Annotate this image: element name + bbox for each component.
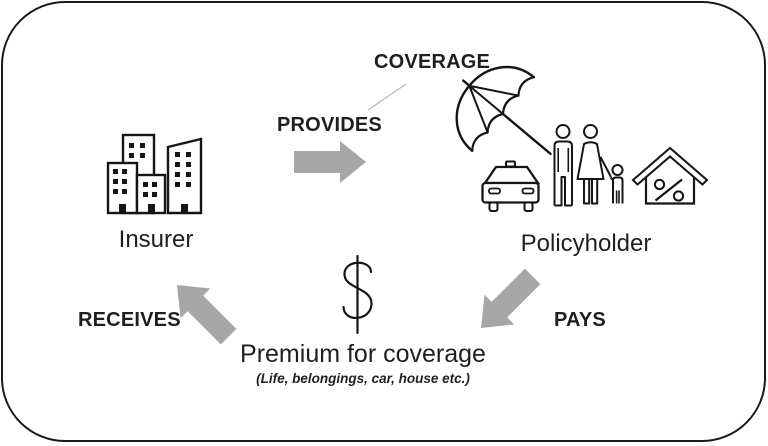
family-icon (553, 124, 624, 207)
premium-subtitle: (Life, belongings, car, house etc.) (256, 371, 470, 386)
receives-label: RECEIVES (78, 309, 181, 331)
house-percent-icon (631, 146, 709, 205)
car-icon (481, 160, 541, 212)
provides-arrow (294, 141, 366, 183)
premium-title: Premium for coverage (240, 340, 486, 368)
buildings-icon (106, 133, 203, 215)
pays-label: PAYS (554, 309, 606, 331)
insurer-label: Insurer (118, 226, 194, 253)
pays-arrow (481, 268, 541, 328)
dollar-sign-icon (342, 254, 373, 335)
umbrella-icon (455, 65, 552, 156)
coverage-connector-line (367, 83, 407, 111)
provides-label: PROVIDES (277, 114, 382, 136)
coverage-label: COVERAGE (374, 51, 491, 73)
policyholder-label: Policyholder (520, 230, 652, 257)
receives-arrow (177, 285, 237, 345)
